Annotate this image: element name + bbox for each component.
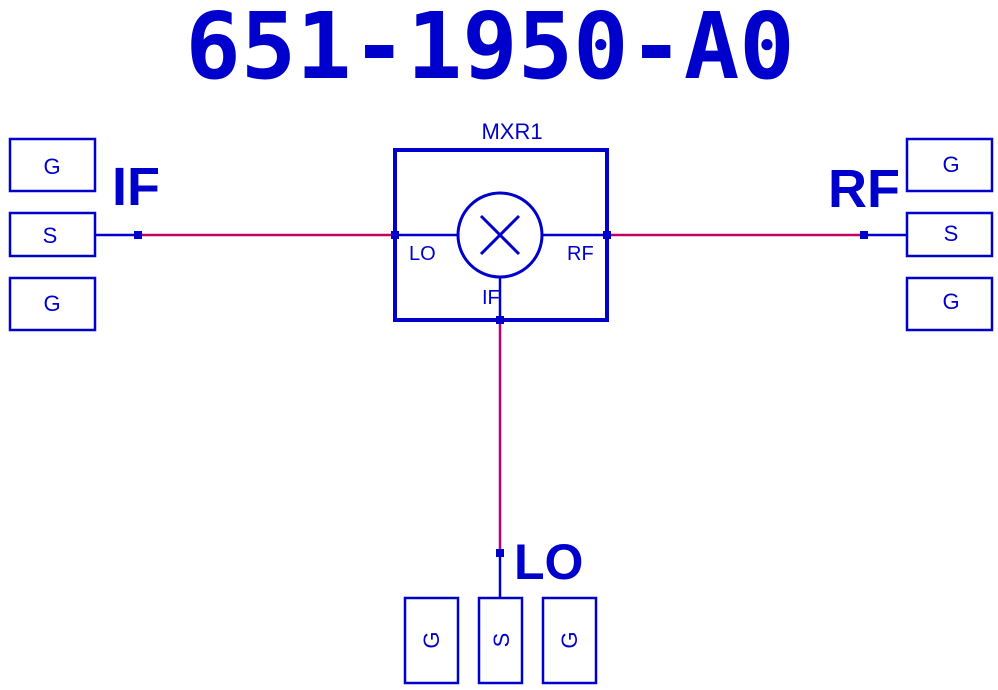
right-pad-group: G S G (905, 137, 994, 332)
left-pad-signal[interactable] (8, 211, 97, 258)
mixer-refdes: MXR1 (481, 119, 542, 144)
left-pad-top[interactable] (8, 137, 97, 193)
bottom-pad-signal-label: S (489, 633, 514, 648)
left-pad-bottom-label: G (43, 291, 60, 316)
nets (138, 233, 864, 553)
rf-port-label: RF (828, 159, 900, 219)
connection-nodes (134, 231, 868, 557)
bottom-pad-left[interactable] (403, 596, 460, 685)
left-pad-bottom[interactable] (8, 276, 97, 332)
bottom-pad-signal[interactable] (477, 596, 524, 685)
bottom-pad-right[interactable] (541, 596, 598, 685)
if-node[interactable] (134, 231, 142, 239)
mixer-lo-pin-label: LO (409, 243, 436, 265)
right-pad-top-label: G (942, 152, 959, 177)
mixer-rf-node[interactable] (603, 231, 611, 239)
left-pad-top-label: G (43, 154, 60, 179)
left-pad-group: G S G (8, 137, 97, 332)
right-pad-bottom-label: G (942, 289, 959, 314)
right-pad-bottom[interactable] (905, 276, 994, 332)
lo-port-label: LO (514, 534, 583, 590)
lo-node[interactable] (496, 549, 504, 557)
mixer-lo-node[interactable] (391, 231, 399, 239)
if-port-label: IF (112, 157, 160, 217)
right-pad-signal-label: S (944, 221, 959, 246)
right-pad-signal[interactable] (905, 211, 994, 258)
part-number-title: 651-1950-A0 (185, 0, 794, 100)
bottom-pad-left-label: G (419, 631, 444, 648)
left-pad-signal-label: S (43, 223, 58, 248)
mixer-if-node[interactable] (496, 316, 504, 324)
right-pad-top[interactable] (905, 137, 994, 193)
mixer-if-pin-label: IF (482, 287, 500, 309)
mixer-x-icon (456, 191, 544, 279)
bottom-pad-group: G S G (403, 596, 598, 685)
bottom-pad-right-label: G (557, 631, 582, 648)
rf-node[interactable] (860, 231, 868, 239)
mixer-rf-pin-label: RF (567, 243, 594, 265)
mixer-mxr1[interactable]: MXR1 LO RF IF (393, 119, 609, 322)
